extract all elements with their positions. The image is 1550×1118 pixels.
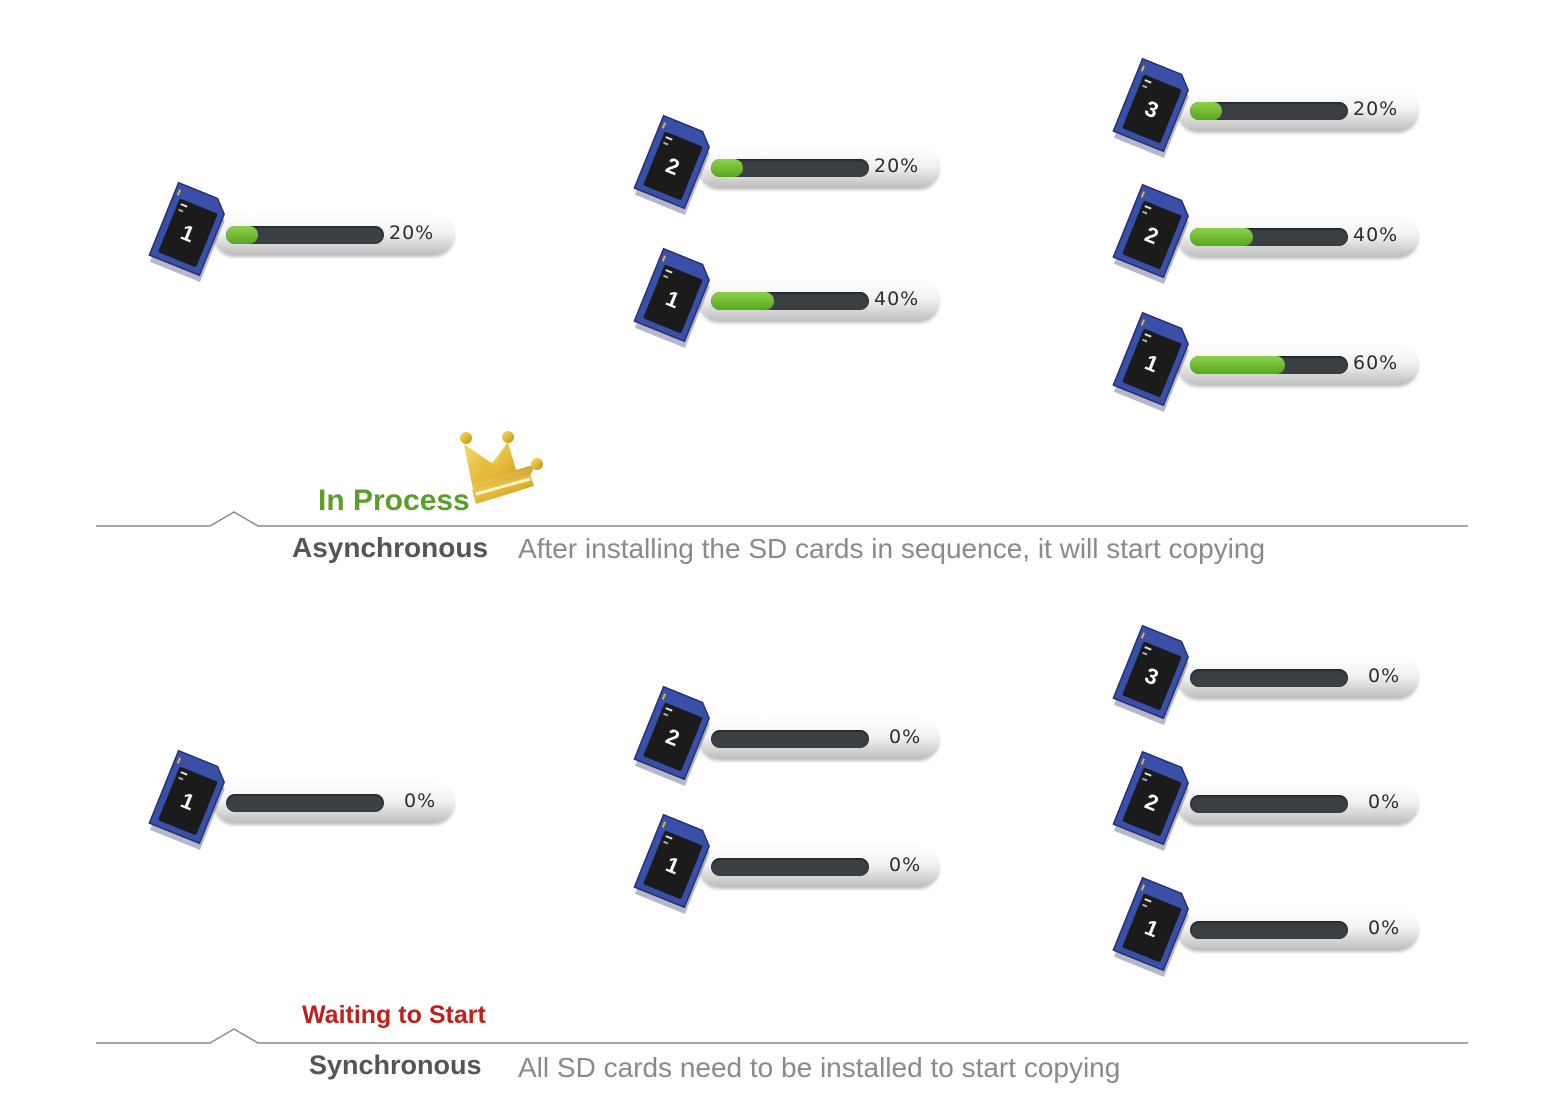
progress-track — [1190, 228, 1348, 246]
progress-percent: 60% — [1353, 352, 1399, 374]
progress-bar: 60% — [1178, 345, 1418, 385]
progress-percent: 0% — [404, 790, 437, 812]
progress-track — [1190, 356, 1348, 374]
sd-card-icon: 2 — [633, 685, 710, 786]
sd-card-slot: 40% 1 — [627, 240, 939, 350]
progress-track — [711, 292, 869, 310]
progress-track — [226, 794, 384, 812]
progress-fill — [226, 226, 258, 244]
sd-card-slot: 0% 3 — [1106, 617, 1418, 727]
sd-card-slot: 0% 1 — [627, 806, 939, 916]
sd-card-icon: 2 — [1112, 750, 1189, 851]
sd-card-slot: 20% 1 — [142, 174, 454, 284]
status-in-process: In Process — [318, 484, 470, 517]
sd-card-slot: 0% 2 — [1106, 743, 1418, 853]
progress-bar: 20% — [214, 215, 454, 255]
sd-card-slot: 0% 2 — [627, 678, 939, 788]
sd-card-icon: 1 — [148, 749, 225, 850]
progress-fill — [711, 292, 775, 310]
sd-card-icon: 1 — [148, 181, 225, 282]
progress-percent: 0% — [1368, 917, 1401, 939]
progress-track — [226, 226, 384, 244]
sd-card-icon: 1 — [1112, 876, 1189, 977]
description-synchronous: All SD cards need to be installed to sta… — [518, 1052, 1121, 1083]
progress-bar: 0% — [214, 783, 454, 823]
sd-card-slot: 0% 1 — [1106, 869, 1418, 979]
divider-line-2 — [96, 1027, 1468, 1047]
progress-percent: 20% — [874, 155, 920, 177]
sd-card-icon: 2 — [1112, 183, 1189, 284]
divider-line-1 — [96, 510, 1468, 530]
progress-bar: 0% — [699, 847, 939, 887]
progress-track — [711, 730, 869, 748]
progress-fill — [1190, 228, 1254, 246]
status-waiting-to-start: Waiting to Start — [302, 1001, 486, 1029]
sd-card-icon: 1 — [1112, 311, 1189, 412]
sd-card-slot: 60% 1 — [1106, 304, 1418, 414]
progress-bar: 40% — [1178, 217, 1418, 257]
progress-track — [1190, 669, 1348, 687]
progress-percent: 40% — [874, 288, 920, 310]
sd-card-icon: 1 — [633, 247, 710, 348]
sd-card-icon: 3 — [1112, 57, 1189, 158]
progress-percent: 0% — [889, 726, 922, 748]
crown-icon — [460, 431, 543, 504]
sd-card-icon: 2 — [633, 114, 710, 215]
progress-percent: 40% — [1353, 224, 1399, 246]
progress-bar: 20% — [1178, 91, 1418, 131]
progress-track — [1190, 921, 1348, 939]
progress-percent: 0% — [889, 854, 922, 876]
progress-track — [711, 858, 869, 876]
progress-bar: 0% — [1178, 658, 1418, 698]
sd-card-slot: 0% 1 — [142, 742, 454, 852]
progress-percent: 0% — [1368, 665, 1401, 687]
progress-percent: 20% — [389, 222, 435, 244]
progress-bar: 0% — [1178, 784, 1418, 824]
sd-card-icon: 3 — [1112, 624, 1189, 725]
progress-fill — [1190, 102, 1222, 120]
progress-bar: 20% — [699, 148, 939, 188]
sd-card-slot: 20% 2 — [627, 107, 939, 217]
progress-bar: 40% — [699, 281, 939, 321]
mode-asynchronous: Asynchronous — [292, 532, 489, 563]
progress-bar: 0% — [1178, 910, 1418, 950]
description-asynchronous: After installing the SD cards in sequenc… — [518, 533, 1266, 564]
progress-track — [1190, 795, 1348, 813]
progress-track — [1190, 102, 1348, 120]
progress-fill — [1190, 356, 1285, 374]
progress-bar: 0% — [699, 719, 939, 759]
sd-card-slot: 40% 2 — [1106, 176, 1418, 286]
progress-percent: 20% — [1353, 98, 1399, 120]
progress-track — [711, 159, 869, 177]
mode-synchronous: Synchronous — [309, 1050, 482, 1080]
sd-card-slot: 20% 3 — [1106, 50, 1418, 160]
progress-fill — [711, 159, 743, 177]
progress-percent: 0% — [1368, 791, 1401, 813]
sd-card-icon: 1 — [633, 813, 710, 914]
